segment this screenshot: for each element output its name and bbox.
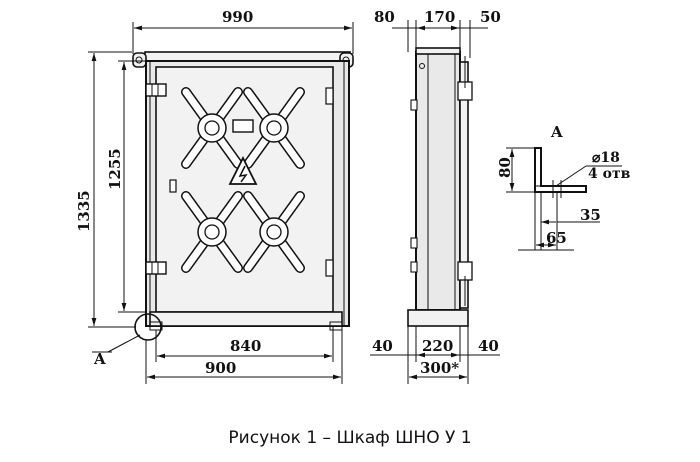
side-base	[407, 309, 469, 327]
side-view	[407, 47, 473, 327]
front-dimensions	[88, 22, 354, 384]
cabinet-roof	[144, 51, 351, 62]
detail-a-title: A	[550, 123, 563, 141]
door-handle-icon	[169, 179, 177, 193]
dim-offset-small: 35	[580, 206, 601, 224]
hinge-top-icon	[145, 83, 167, 97]
dim-base-total: 300*	[420, 359, 459, 377]
door-emboss-top-right	[243, 87, 305, 169]
detail-a-view	[506, 147, 622, 251]
dim-side-depth: 170	[424, 8, 455, 26]
dim-height-total: 1335	[75, 190, 93, 232]
dim-hole-count: 4 отв	[588, 166, 631, 182]
door-emboss-top-left	[181, 87, 243, 169]
dim-width-base: 900	[205, 359, 236, 377]
door-emboss-bottom-left	[181, 191, 243, 273]
cabinet-base	[149, 311, 343, 327]
name-plate	[232, 119, 254, 133]
dim-hole-diameter: ⌀18	[592, 150, 620, 166]
lifting-eye-left	[132, 52, 147, 68]
lock-top-icon	[325, 87, 334, 105]
front-view	[92, 51, 354, 353]
side-dimensions	[370, 20, 500, 384]
high-voltage-warning-icon	[228, 155, 258, 185]
figure-caption: Рисунок 1 – Шкаф ШНО У 1	[228, 428, 472, 448]
dim-height-door: 1255	[106, 148, 124, 190]
dim-side-left: 80	[374, 8, 395, 26]
dim-base-left: 40	[372, 337, 393, 355]
hinge-bottom-icon	[145, 261, 167, 275]
lock-bottom-icon	[325, 259, 334, 277]
side-body	[415, 51, 461, 311]
dim-base-right: 40	[478, 337, 499, 355]
detail-callout-label: A	[93, 350, 106, 368]
dim-offset-large: 65	[546, 229, 567, 247]
dim-width-outer: 990	[222, 8, 253, 26]
cabinet-door	[155, 66, 334, 313]
side-door-profile	[459, 61, 469, 309]
dim-width-door: 840	[230, 337, 261, 355]
dim-detail-height: 80	[496, 157, 514, 178]
door-emboss-bottom-right	[243, 191, 305, 273]
dim-side-right: 50	[480, 8, 501, 26]
dim-base-mid: 220	[422, 337, 453, 355]
